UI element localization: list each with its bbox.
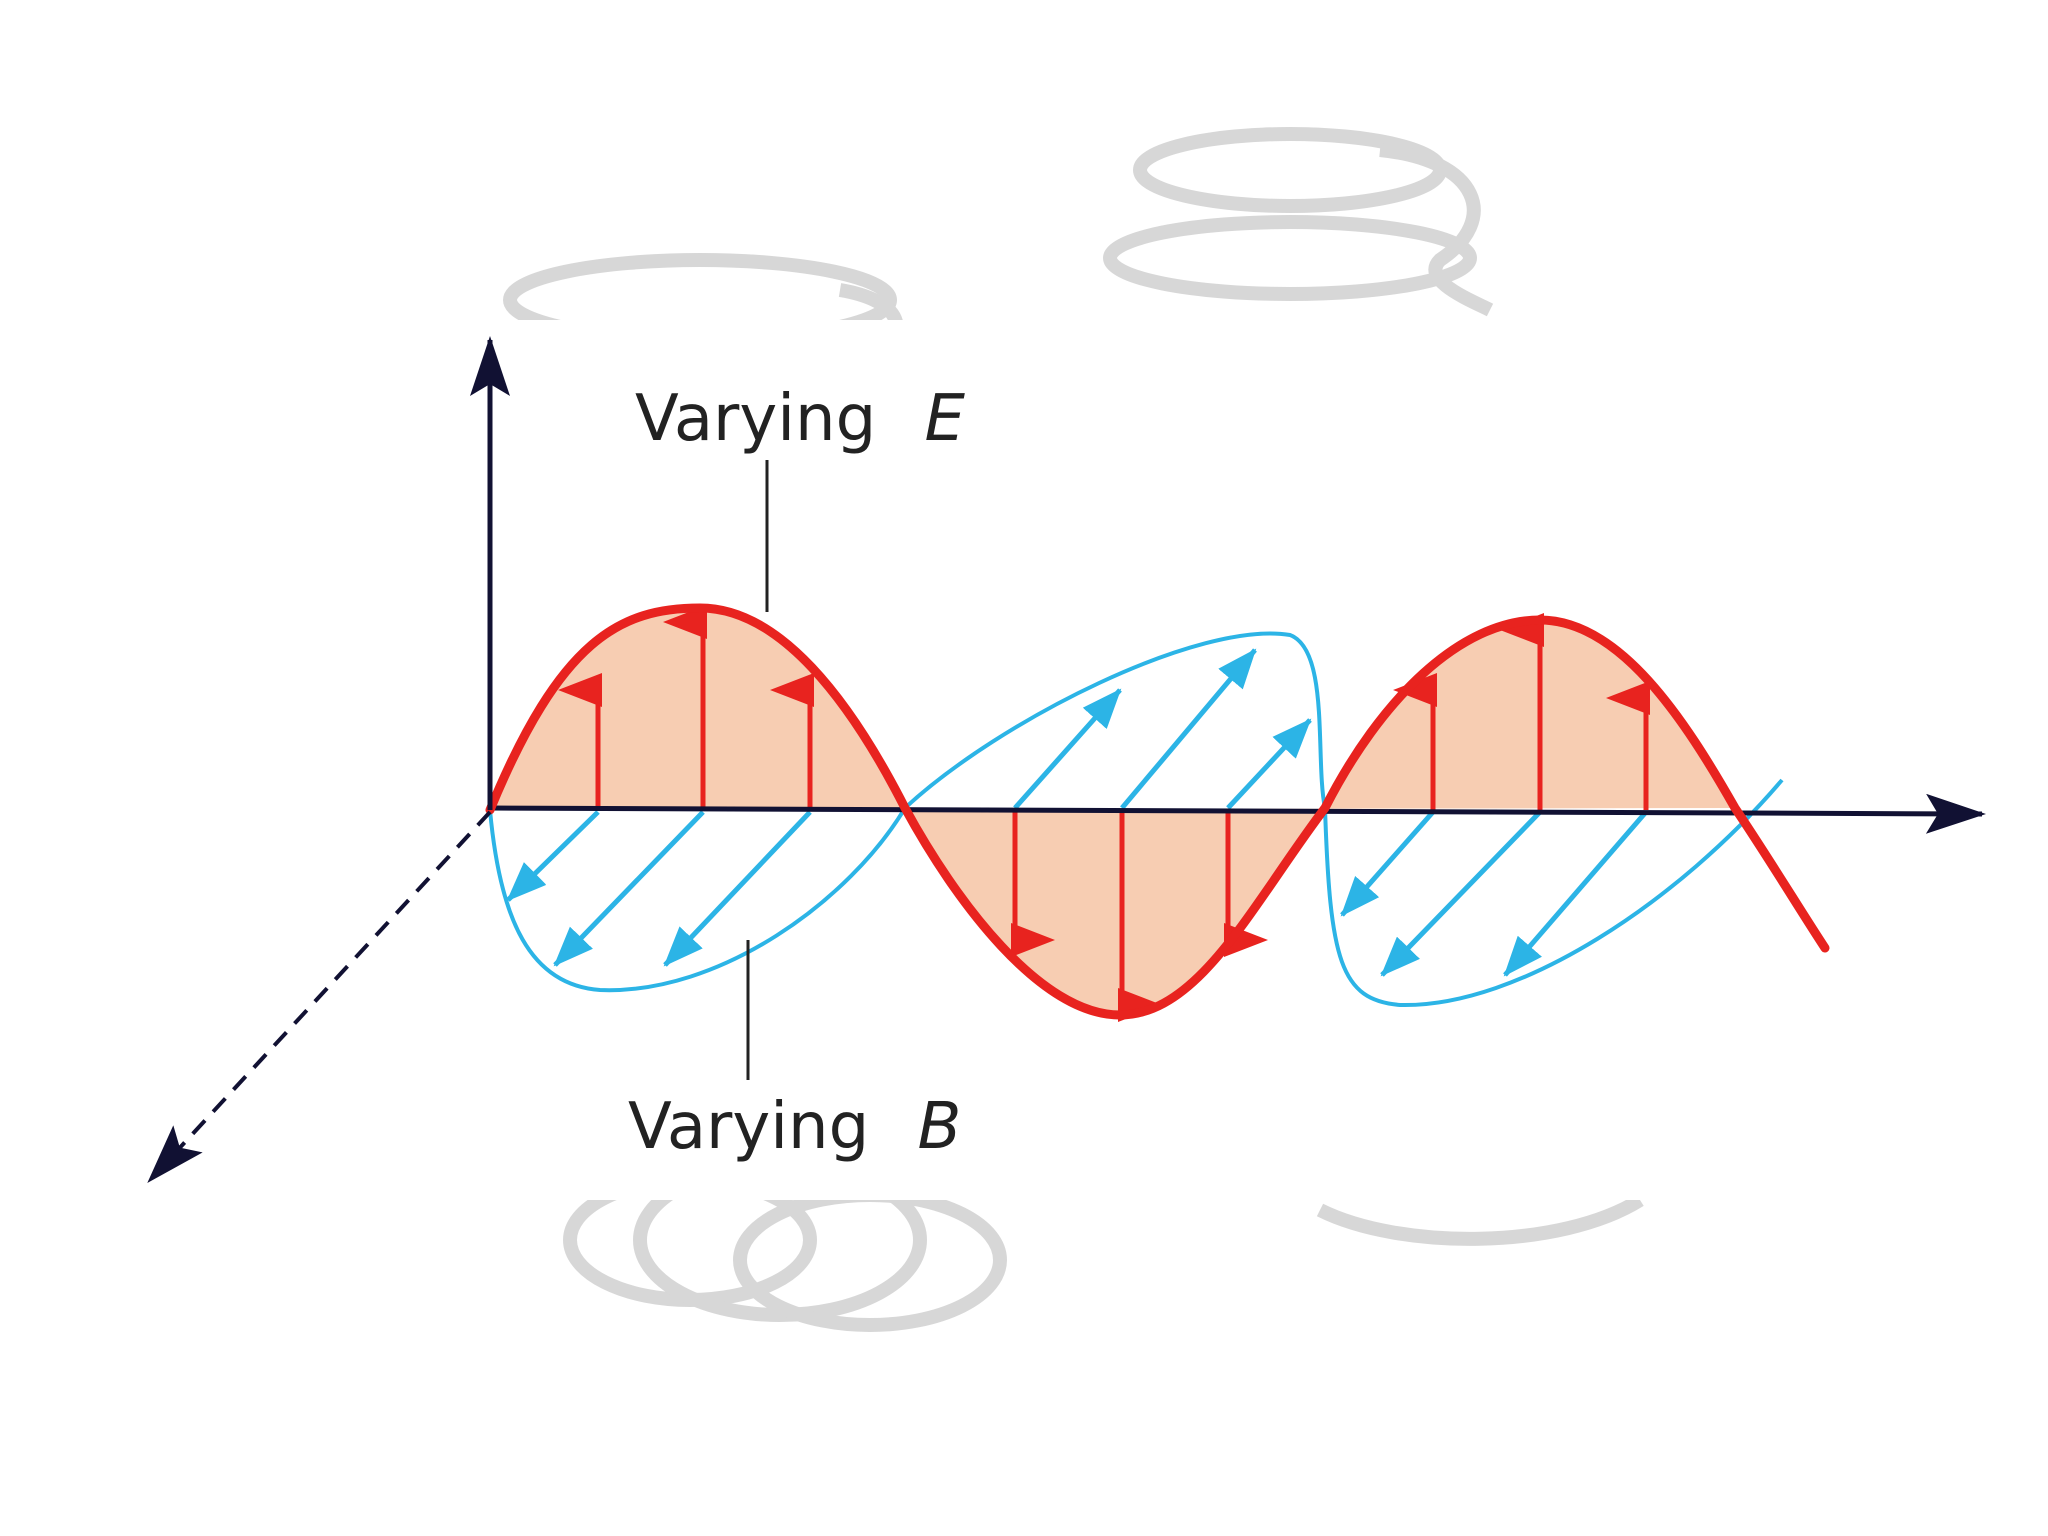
e-label-symbol: E <box>925 382 966 456</box>
b-label-symbol: B <box>918 1090 962 1164</box>
e-field-arrows-up <box>558 605 1650 810</box>
b-field-arrows <box>506 648 1648 977</box>
b-label: Varying B <box>628 1090 961 1164</box>
b-label-prefix: Varying <box>628 1090 869 1164</box>
e-label-prefix: Varying <box>635 382 876 456</box>
b-wave-outline <box>488 631 1784 1008</box>
e-field-arrows-down <box>1011 810 1268 1022</box>
e-label: Varying E <box>635 382 966 456</box>
background-coils <box>503 127 1644 1332</box>
b-field-axis <box>147 810 492 1183</box>
e-wave-curve <box>485 603 1830 1020</box>
